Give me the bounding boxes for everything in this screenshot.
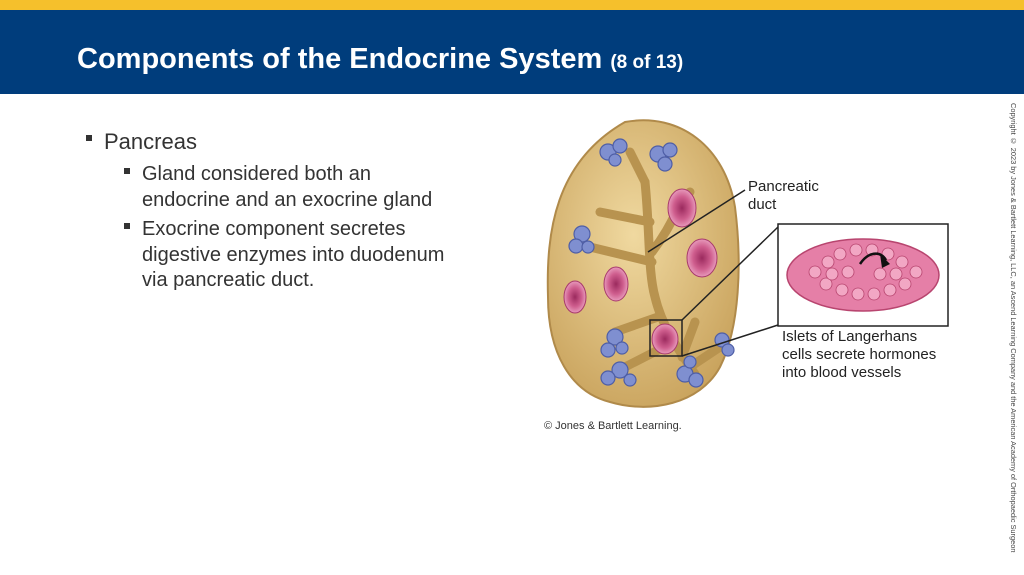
vessel-arrow-icon <box>858 252 888 265</box>
sub-bullet-line: via pancreatic duct. <box>142 269 315 291</box>
duct-leader <box>647 189 746 253</box>
sub-bullet-line: digestive enzymes into duodenum <box>142 243 445 266</box>
islets-label: Islets of Langerhans cells secrete hormo… <box>782 328 936 382</box>
title-bar: Components of the Endocrine System (8 of… <box>0 10 1024 94</box>
title-text: Components of the Endocrine System <box>77 43 603 75</box>
label-line: into blood vessels <box>782 364 902 381</box>
sub-bullet: Gland considered both an endocrine and a… <box>124 162 506 213</box>
pancreatic-duct-label: Pancreatic duct <box>748 178 819 214</box>
sub-bullet-text: Exocrine component secretes digestive en… <box>142 217 444 294</box>
islets <box>563 188 718 355</box>
bullet-marker <box>124 168 130 174</box>
label-line: Pancreatic <box>748 178 819 195</box>
sub-bullet-line: endocrine and an exocrine gland <box>142 188 433 211</box>
acini-clusters <box>568 138 735 388</box>
zoom-line-top <box>681 226 779 321</box>
sub-bullet-text: Gland considered both an endocrine and a… <box>142 162 432 213</box>
sub-bullet-line: Exocrine component secretes <box>142 218 406 240</box>
label-line: cells secrete hormones <box>782 346 937 363</box>
bullet-main-text: Pancreas <box>104 129 197 154</box>
bullet-marker <box>124 223 130 229</box>
sub-bullet-line: Gland considered both an <box>142 163 372 185</box>
zoom-line-bottom <box>681 324 779 357</box>
bullet-list: Pancreas Gland considered both an endocr… <box>86 128 506 294</box>
slide-title: Components of the Endocrine System (8 of… <box>77 43 683 76</box>
label-line: duct <box>748 196 777 213</box>
copyright-notice: Copyright © 2023 by Jones & Bartlett Lea… <box>1009 103 1018 553</box>
image-credit: © Jones & Bartlett Learning. <box>544 420 682 432</box>
islet-highlight-box <box>649 319 683 357</box>
pancreas-figure: Pancreatic duct Islets of Langerhans cel… <box>530 112 960 422</box>
bullet-marker <box>86 135 92 141</box>
slide-count: (8 of 13) <box>610 52 684 73</box>
islet-cells <box>808 243 923 301</box>
pancreas-illustration <box>546 119 949 408</box>
accent-bar <box>0 0 1024 10</box>
bullet-main: Pancreas <box>86 128 506 156</box>
sub-bullet: Exocrine component secretes digestive en… <box>124 217 506 294</box>
vessel-arrowhead <box>880 254 890 268</box>
label-line: Islets of Langerhans <box>782 328 918 345</box>
